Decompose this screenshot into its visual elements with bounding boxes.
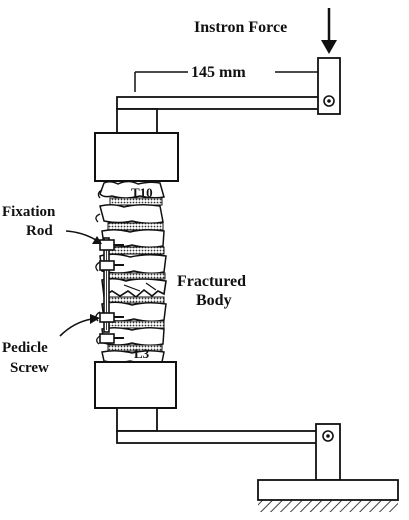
pedicle-screw-lower: [99, 312, 124, 323]
top-vertebra-label: T10: [131, 185, 153, 200]
distance-label: 145 mm: [191, 64, 246, 81]
lower-support-arm: [116, 423, 341, 481]
force-arrow: [321, 8, 337, 54]
pedicle-screw-upper: [99, 239, 124, 251]
fixation-rod-assembly: [99, 237, 124, 344]
pedicle-screw-lower-2: [99, 333, 124, 344]
pedicle-screw-pointer: [59, 314, 100, 337]
force-label: Instron Force: [194, 19, 287, 36]
fixation-rod-pointer: [65, 230, 102, 244]
upper-loading-arm: [116, 57, 341, 115]
spine-specimen: [95, 180, 167, 365]
fixation-label-line2: Rod: [26, 223, 53, 239]
pedicle-label-line2: Screw: [10, 360, 49, 376]
dimension-line: [134, 71, 318, 92]
ground-base: [257, 479, 399, 512]
fractured-label-line1: Fractured: [177, 273, 246, 290]
lower-fixture: [94, 361, 177, 432]
fractured-label-line2: Body: [196, 292, 232, 309]
fixation-label-line1: Fixation: [2, 204, 56, 220]
upper-fixture: [94, 108, 179, 182]
pedicle-label-line1: Pedicle: [2, 340, 48, 356]
pedicle-screw-upper-2: [99, 260, 124, 271]
bottom-vertebra-label: L3: [134, 346, 150, 361]
